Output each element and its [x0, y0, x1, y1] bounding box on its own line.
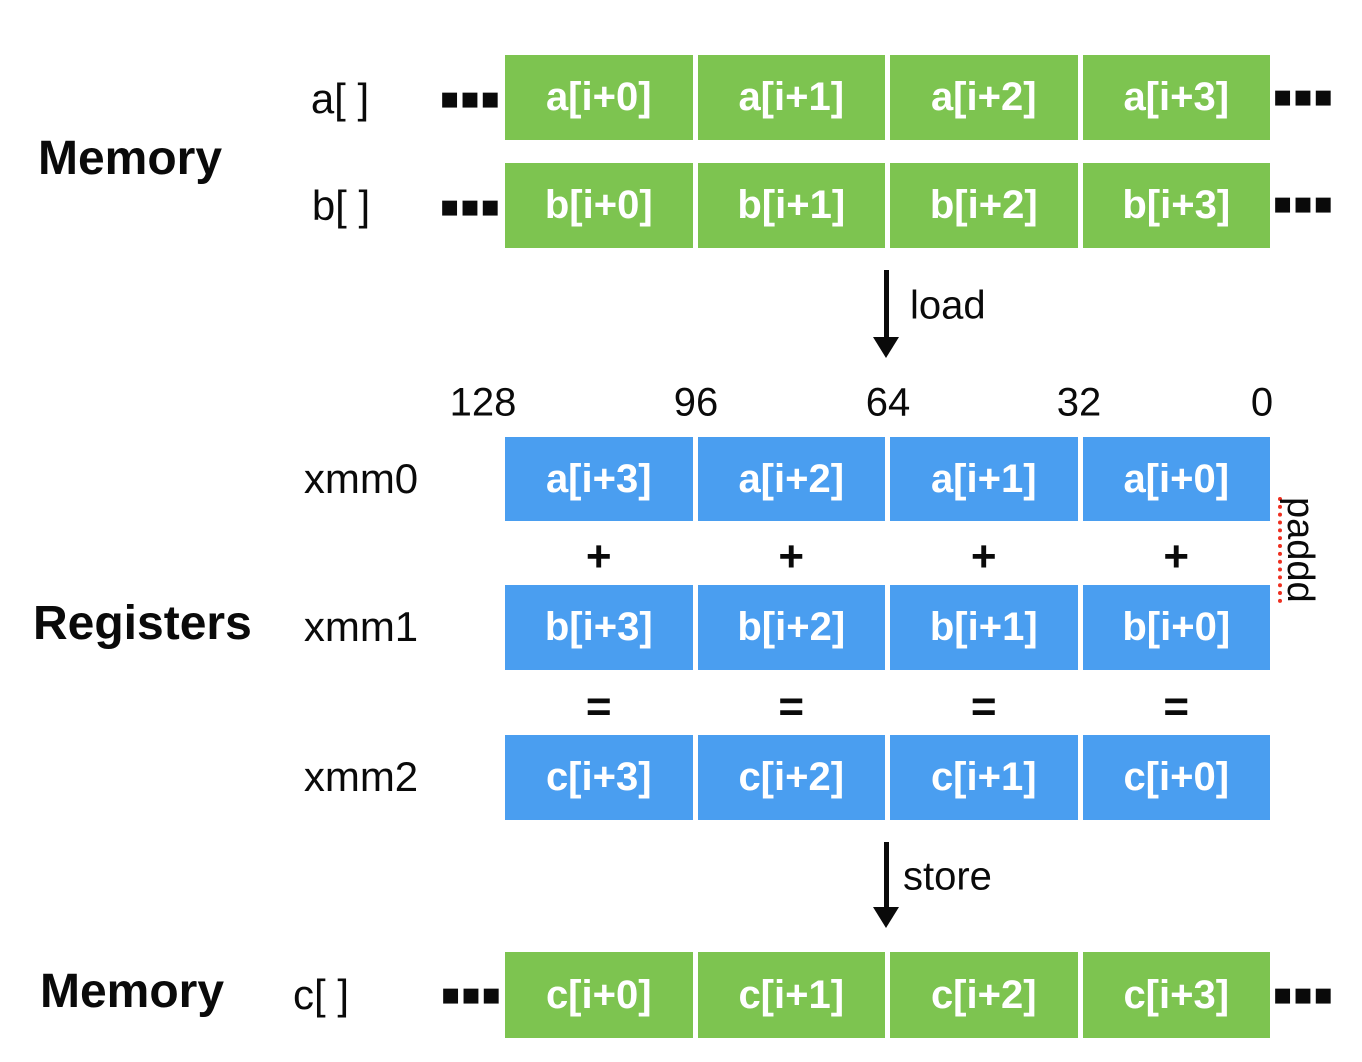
register-row-xmm1: b[i+3] b[i+2] b[i+1] b[i+0]	[505, 585, 1270, 670]
equals-operator: =	[778, 682, 805, 731]
bit-label-128: 128	[449, 380, 517, 425]
register-cell: b[i+1]	[890, 585, 1078, 670]
store-arrow-head	[873, 907, 899, 928]
memory-cell: a[i+2]	[890, 55, 1078, 140]
memory-cell: c[i+0]	[505, 952, 693, 1038]
ellipsis-left-b: ▪▪▪	[439, 189, 501, 224]
register-row-xmm2: c[i+3] c[i+2] c[i+1] c[i+0]	[505, 735, 1270, 820]
register-cell: c[i+1]	[890, 735, 1078, 820]
register-cell: b[i+2]	[697, 585, 885, 670]
store-arrow	[884, 842, 889, 908]
register-xmm2-label: xmm2	[303, 753, 419, 800]
equals-operator: =	[970, 682, 997, 731]
memory-cell: a[i+1]	[697, 55, 885, 140]
memory-cell: b[i+3]	[1082, 163, 1270, 248]
equals-operator: =	[585, 682, 612, 731]
array-c-label: c[ ]	[292, 971, 350, 1018]
memory-top-section-label: Memory	[38, 132, 223, 185]
memory-cell: b[i+1]	[697, 163, 885, 248]
register-cell: a[i+0]	[1082, 437, 1270, 521]
ellipsis-right-b: ▪▪▪	[1272, 186, 1334, 221]
array-a-label: a[ ]	[310, 75, 370, 122]
load-label: load	[910, 283, 986, 328]
memory-cell: b[i+2]	[890, 163, 1078, 248]
memory-row-b: b[i+0] b[i+1] b[i+2] b[i+3]	[505, 163, 1270, 248]
memory-cell: b[i+0]	[505, 163, 693, 248]
plus-operator: +	[970, 532, 997, 581]
load-arrow-head	[873, 337, 899, 358]
register-cell: a[i+2]	[697, 437, 885, 521]
plus-operator: +	[778, 532, 805, 581]
array-b-label: b[ ]	[311, 182, 371, 229]
memory-cell: a[i+0]	[505, 55, 693, 140]
memory-row-a: a[i+0] a[i+1] a[i+2] a[i+3]	[505, 55, 1270, 140]
plus-operator-row: + + + +	[505, 535, 1270, 579]
equals-operator-row: = = = =	[505, 685, 1270, 729]
register-xmm0-label: xmm0	[303, 455, 419, 502]
plus-operator: +	[1163, 532, 1190, 581]
store-label: store	[903, 854, 992, 899]
ellipsis-left-a: ▪▪▪	[439, 81, 501, 116]
memory-row-c: c[i+0] c[i+1] c[i+2] c[i+3]	[505, 952, 1270, 1038]
register-cell: c[i+0]	[1082, 735, 1270, 820]
memory-cell: c[i+3]	[1082, 952, 1270, 1038]
memory-bottom-section-label: Memory	[40, 965, 225, 1018]
ellipsis-right-a: ▪▪▪	[1272, 79, 1334, 114]
register-row-xmm0: a[i+3] a[i+2] a[i+1] a[i+0]	[505, 437, 1270, 521]
register-cell: a[i+1]	[890, 437, 1078, 521]
load-arrow	[884, 270, 889, 338]
paddd-instruction-label: paddd	[1278, 497, 1321, 603]
plus-operator: +	[585, 532, 612, 581]
register-cell: c[i+2]	[697, 735, 885, 820]
register-xmm1-label: xmm1	[303, 603, 419, 650]
memory-cell: c[i+2]	[890, 952, 1078, 1038]
memory-cell: c[i+1]	[697, 952, 885, 1038]
memory-cell: a[i+3]	[1082, 55, 1270, 140]
ellipsis-left-c: ▪▪▪	[440, 977, 502, 1012]
register-cell: b[i+0]	[1082, 585, 1270, 670]
register-cell: b[i+3]	[505, 585, 693, 670]
bit-label-0: 0	[1250, 380, 1274, 425]
registers-section-label: Registers	[33, 597, 252, 650]
equals-operator: =	[1163, 682, 1190, 731]
bit-label-32: 32	[1056, 380, 1102, 425]
bit-label-64: 64	[865, 380, 911, 425]
bit-label-96: 96	[673, 380, 719, 425]
register-cell: a[i+3]	[505, 437, 693, 521]
register-cell: c[i+3]	[505, 735, 693, 820]
ellipsis-right-c: ▪▪▪	[1272, 977, 1334, 1012]
